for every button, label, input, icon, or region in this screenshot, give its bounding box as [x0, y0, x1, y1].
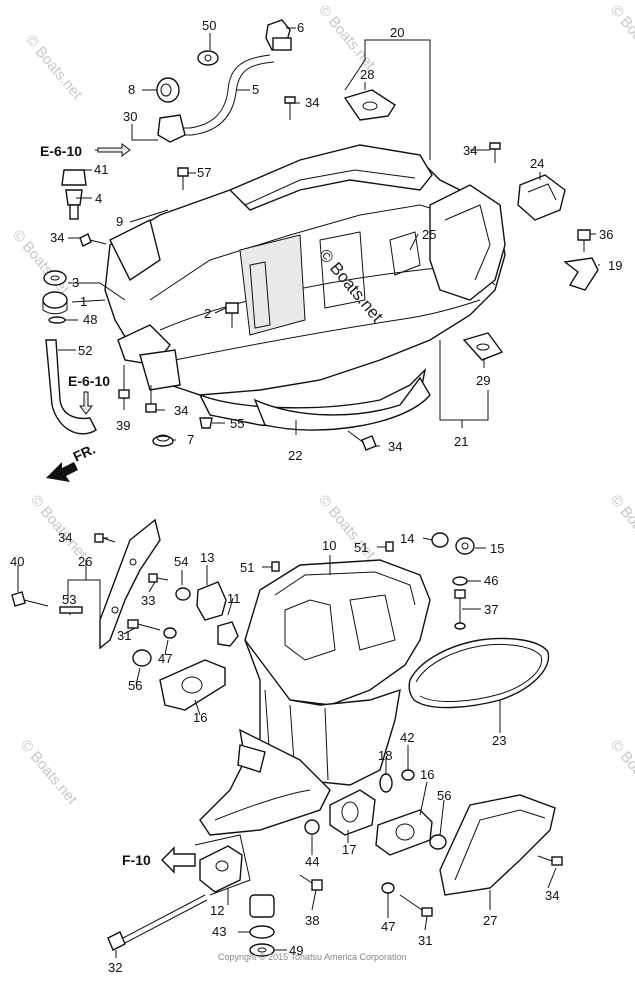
callout: 56 [437, 788, 451, 803]
callout: 22 [288, 448, 302, 463]
callout: 18 [378, 748, 392, 763]
callout: 30 [123, 109, 137, 124]
callout: 11 [227, 591, 241, 606]
callout: 21 [454, 434, 468, 449]
ref-f10: F-10 [122, 852, 151, 868]
callout: 28 [360, 67, 374, 82]
callout: 20 [390, 25, 404, 40]
callout: 46 [484, 573, 498, 588]
callout: 37 [484, 602, 498, 617]
callout: 34 [50, 230, 64, 245]
top-small-parts [42, 19, 599, 451]
callout: 1 [80, 294, 87, 309]
reference-markers: E-6-10 E-6-10 FR. F-10 [40, 143, 196, 874]
watermark: © Boats.net [607, 492, 635, 564]
callout: 15 [490, 541, 504, 556]
callout: 13 [200, 550, 214, 565]
bottom-cowling-assembly: © Boats.net [104, 144, 506, 431]
callout: 34 [463, 143, 477, 158]
callout: 55 [230, 416, 244, 431]
callout: 23 [492, 733, 506, 748]
callout: 44 [305, 854, 319, 869]
callout: 34 [58, 530, 72, 545]
callout: 31 [117, 628, 131, 643]
callout: 40 [10, 554, 24, 569]
callout: 54 [174, 554, 188, 569]
callout: 29 [476, 373, 490, 388]
callout: 42 [400, 730, 414, 745]
callout: 19 [608, 258, 622, 273]
front-arrow-icon [46, 462, 78, 482]
watermark: © Boats.net [27, 492, 91, 564]
lower-case-assembly [11, 518, 563, 957]
callout: 34 [174, 403, 188, 418]
callout: 31 [418, 933, 432, 948]
callout: 24 [530, 156, 544, 171]
watermark: © Boats.net [607, 737, 635, 809]
callout: 2 [204, 306, 211, 321]
callout: 56 [128, 678, 142, 693]
callout: 33 [141, 593, 155, 608]
callout: 39 [116, 418, 130, 433]
callout: 51 [354, 540, 368, 555]
callout-labels: 50 6 20 28 8 5 34 30 34 41 57 24 4 9 34 … [10, 18, 622, 975]
callout: 52 [78, 343, 92, 358]
callout: 17 [342, 842, 356, 857]
callout: 41 [94, 162, 108, 177]
ref-e610-top: E-6-10 [40, 143, 82, 159]
callout: 8 [128, 82, 135, 97]
ref-e610-mid: E-6-10 [68, 373, 110, 389]
callout: 43 [212, 924, 226, 939]
callout: 51 [240, 560, 254, 575]
ref-front: FR. [71, 441, 98, 465]
callout: 34 [305, 95, 319, 110]
callout: 4 [95, 191, 102, 206]
callout: 26 [78, 554, 92, 569]
callout: 53 [62, 592, 76, 607]
callout: 27 [483, 913, 497, 928]
callout: 16 [420, 767, 434, 782]
callout: 34 [545, 888, 559, 903]
copyright-text: Copyright © 2015 Tohatsu America Corpora… [218, 952, 407, 962]
callout: 12 [210, 903, 224, 918]
callout: 14 [400, 531, 414, 546]
arrow-right-icon [97, 143, 131, 157]
arrow-down-icon [79, 391, 93, 415]
callout: 32 [108, 960, 122, 975]
callout: 3 [72, 275, 79, 290]
callout: 47 [158, 651, 172, 666]
callout: 5 [252, 82, 259, 97]
callout: 47 [381, 919, 395, 934]
watermark: © Boats.net [315, 2, 379, 74]
watermark: © Boats.net [22, 32, 86, 104]
callout: 50 [202, 18, 216, 33]
callout: 36 [599, 227, 613, 242]
callout: 16 [193, 710, 207, 725]
watermark: © Boats.net [17, 737, 81, 809]
callout: 7 [187, 432, 194, 447]
callout: 57 [197, 165, 211, 180]
callout: 34 [388, 439, 402, 454]
callout: 38 [305, 913, 319, 928]
callout: 25 [422, 227, 436, 242]
watermark: © Boats.net [607, 2, 635, 74]
leader-lines [17, 27, 600, 958]
callout: 9 [116, 214, 123, 229]
callout: 10 [322, 538, 336, 553]
callout: 48 [83, 312, 97, 327]
arrow-left-icon [161, 846, 196, 874]
callout: 49 [289, 943, 303, 958]
callout: 6 [297, 20, 304, 35]
